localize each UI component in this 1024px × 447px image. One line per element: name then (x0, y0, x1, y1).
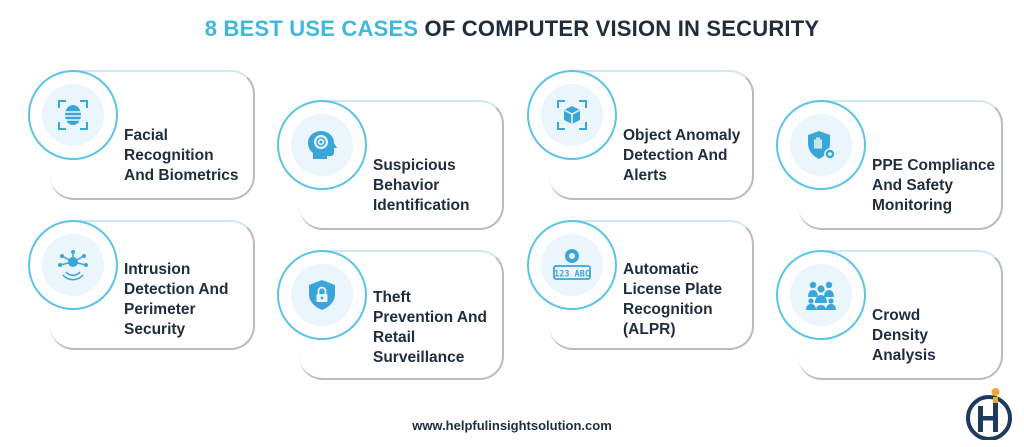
icon-circle (776, 100, 866, 190)
icon-circle (28, 70, 118, 160)
head-target-icon (308, 131, 337, 159)
card-frame (50, 70, 255, 200)
icon-circle (277, 250, 367, 340)
card-frame (50, 220, 255, 350)
license-plate-camera-icon: 123 ABC (553, 249, 591, 280)
footer-url[interactable]: www.helpfulinsightsolution.com (412, 418, 612, 433)
icon-circle (28, 220, 118, 310)
icon-circle (277, 100, 367, 190)
title-accent: 8 BEST USE CASES (204, 16, 419, 41)
card-frame (299, 250, 504, 380)
hi-logo-icon (966, 388, 1012, 440)
plate-text: 123 ABC (554, 270, 590, 280)
icon-circle (776, 250, 866, 340)
card-frame (549, 70, 754, 200)
card-frame (798, 100, 1003, 230)
network-sensor-icon (58, 250, 88, 281)
card-frame (549, 220, 754, 350)
title-rest: OF COMPUTER VISION IN SECURITY (424, 16, 820, 41)
page-title: 8 BEST USE CASES OF COMPUTER VISION IN S… (0, 16, 1024, 42)
box-scan-icon (557, 100, 587, 130)
card-frame (798, 250, 1003, 380)
crowd-icon (806, 281, 836, 310)
icon-circle: 123 ABC (527, 220, 617, 310)
face-scan-icon (58, 100, 88, 130)
icon-circle (527, 70, 617, 160)
card-frame (299, 100, 504, 230)
shield-lock-icon (309, 280, 335, 310)
shield-hand-gear-icon (808, 131, 836, 160)
